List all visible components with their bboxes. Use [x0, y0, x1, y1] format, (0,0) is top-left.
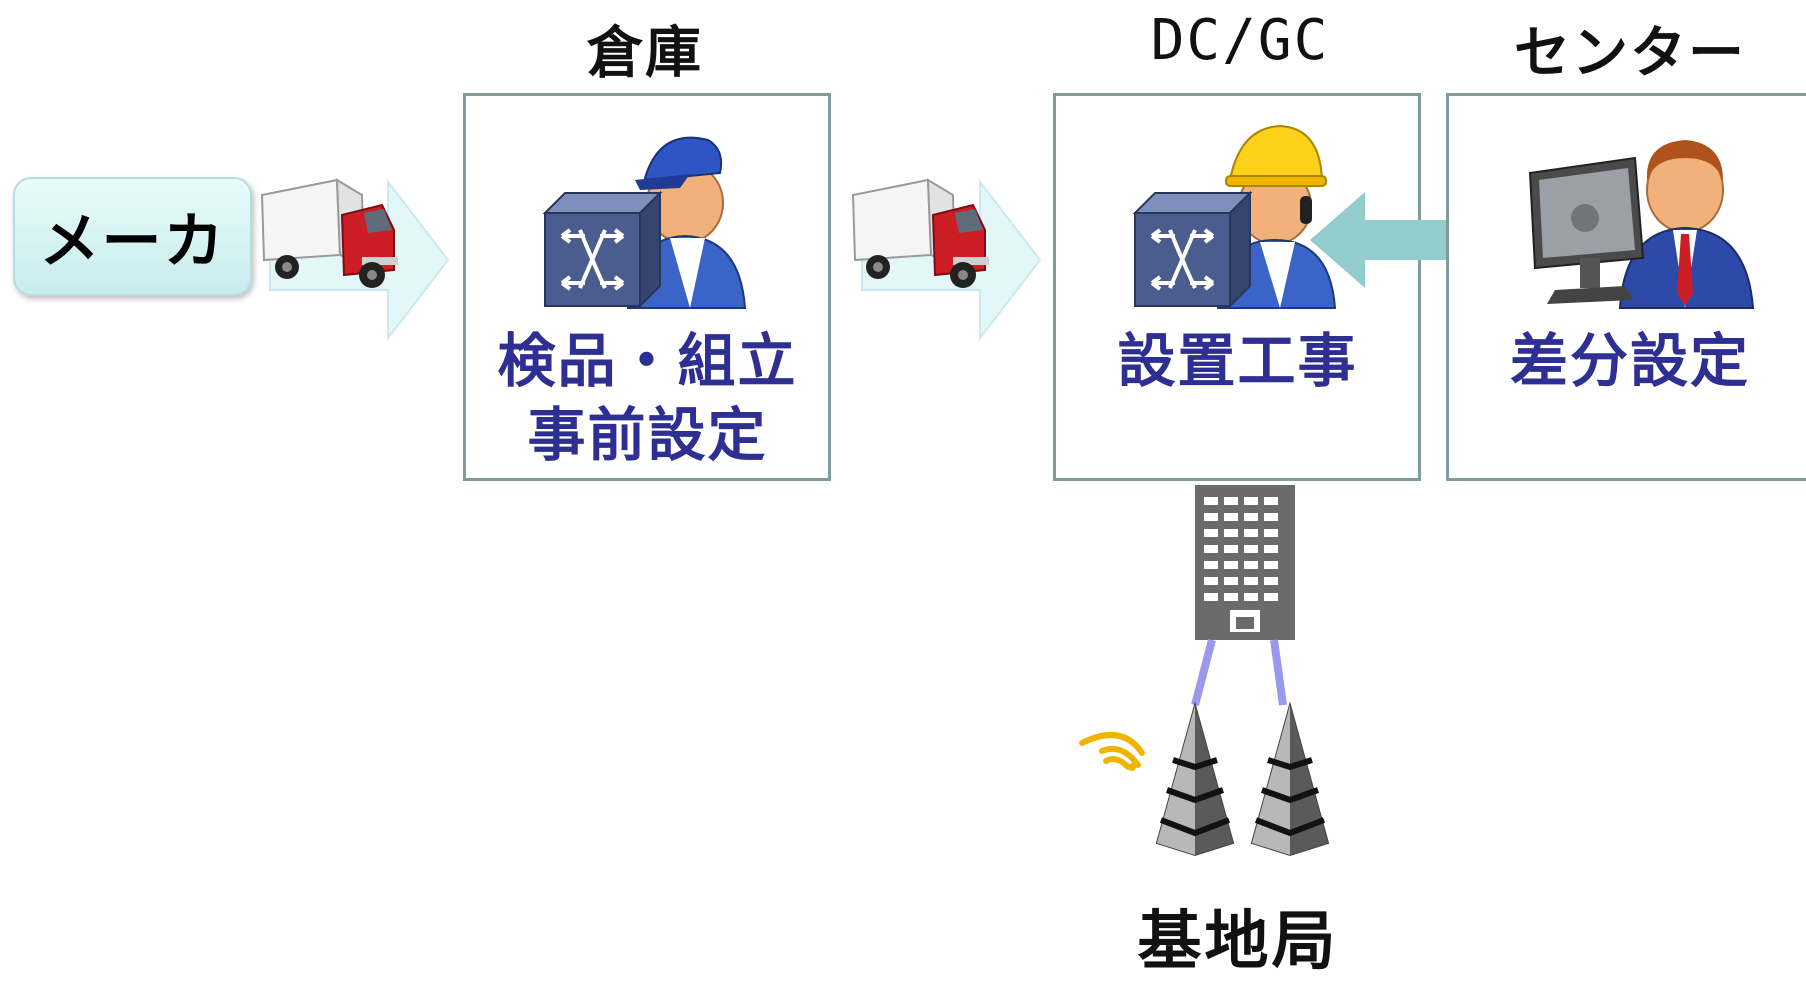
maker-label: メーカ [39, 207, 226, 277]
truck-icon [851, 178, 989, 288]
network-switch-icon [542, 190, 663, 309]
antenna-tower-icon [1155, 701, 1235, 857]
antenna-tower-icon [1250, 701, 1330, 857]
network-switch-icon [1132, 190, 1253, 309]
wireless-wave-icon [1079, 732, 1145, 771]
operator-monitor-icon [1528, 140, 1755, 309]
building-icon [1195, 485, 1295, 640]
warehouse-stage-label-line2: 事前設定 [527, 401, 768, 469]
truck-icon [260, 178, 398, 288]
warehouse-stage-label-line1: 検品・組立 [497, 327, 798, 395]
antenna-line [1191, 638, 1287, 707]
config-flow-arrow [1310, 192, 1528, 288]
base-station-label: 基地局 [1137, 905, 1339, 979]
column-title-dcgc: DC/GC [1150, 8, 1330, 73]
dcgc-stage-label: 設置工事 [1117, 327, 1358, 395]
maker-badge: メーカ [13, 177, 252, 296]
center-stage-label: 差分設定 [1509, 327, 1750, 395]
column-title-warehouse: 倉庫 [587, 21, 703, 86]
column-title-center: センター [1514, 21, 1746, 86]
